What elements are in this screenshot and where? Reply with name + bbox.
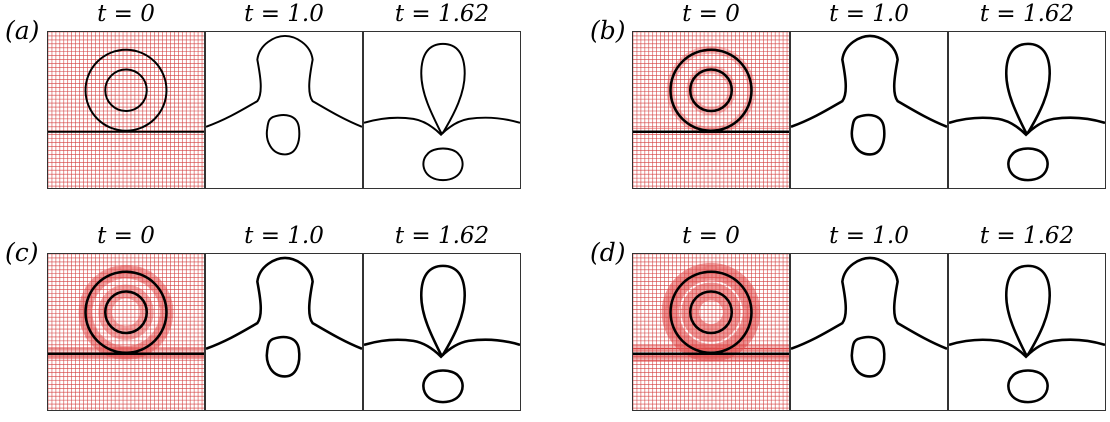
panel-canvas	[48, 32, 204, 188]
time-label: t = 1.0	[244, 223, 324, 249]
drop-interface	[1004, 264, 1051, 356]
subfigure-c: (c) t = 0 t = 1.0 t = 1.62	[5, 222, 521, 422]
deformed-interface	[949, 116, 1105, 137]
subfigure-a: (a) t = 0 t = 1.0 t = 1.62	[5, 0, 521, 200]
panel-canvas	[949, 42, 1105, 182]
bubble-interface	[422, 147, 464, 182]
time-label: t = 1.62	[394, 223, 490, 249]
panel-canvas	[633, 32, 789, 188]
mesh-panel	[632, 31, 790, 189]
subfigure-d: (d) t = 0 t = 1.0 t = 1.62	[590, 222, 1106, 422]
interface-panel	[948, 31, 1106, 189]
panel-canvas	[791, 256, 947, 378]
time-label: t = 1.0	[829, 223, 909, 249]
time-label: t = 0	[682, 223, 740, 249]
panel-label: (b)	[590, 16, 626, 45]
mesh-panel	[47, 253, 205, 411]
time-label: t = 1.0	[829, 1, 909, 27]
time-label: t = 0	[97, 223, 155, 249]
bubble-interface	[1007, 369, 1049, 404]
panel-canvas	[48, 254, 204, 410]
panel-canvas	[364, 264, 520, 404]
panel-canvas	[364, 42, 520, 182]
deformed-interface	[364, 116, 520, 137]
drop-interface	[419, 264, 466, 356]
panel-label: (c)	[5, 238, 39, 267]
bubble-interface	[850, 113, 886, 156]
panel-canvas	[949, 264, 1105, 404]
deformed-interface	[949, 338, 1105, 359]
bubble-interface	[265, 114, 301, 156]
inner-circle-interface	[688, 68, 734, 113]
mesh-panel	[632, 253, 790, 411]
time-label: t = 0	[682, 1, 740, 27]
inner-circle-interface	[103, 290, 149, 335]
time-label: t = 1.62	[394, 1, 490, 27]
panel-canvas	[633, 254, 789, 410]
subfigure-b: (b) t = 0 t = 1.0 t = 1.62	[590, 0, 1106, 200]
inner-circle-interface	[104, 68, 148, 112]
interface-panel	[790, 31, 948, 189]
interface-panel	[790, 253, 948, 411]
inner-circle-interface	[688, 290, 734, 335]
time-label: t = 1.0	[244, 1, 324, 27]
panel-canvas	[791, 34, 947, 156]
bubble-interface	[850, 335, 886, 378]
interface-panel	[363, 31, 521, 189]
panel-canvas	[206, 256, 362, 378]
time-label: t = 0	[97, 1, 155, 27]
panel-canvas	[206, 34, 362, 156]
bubble-interface	[1007, 147, 1049, 182]
drop-interface	[1004, 42, 1051, 134]
bubble-interface	[265, 335, 301, 378]
deformed-interface	[364, 338, 520, 359]
interface-panel	[948, 253, 1106, 411]
drop-interface	[420, 42, 466, 134]
panel-label: (a)	[5, 16, 40, 45]
deformed-interface	[206, 256, 362, 350]
deformed-interface	[791, 256, 947, 350]
time-label: t = 1.62	[979, 223, 1075, 249]
deformed-interface	[206, 34, 362, 128]
bubble-interface	[422, 369, 464, 404]
deformed-interface	[791, 34, 947, 128]
panel-label: (d)	[590, 238, 626, 267]
time-label: t = 1.62	[979, 1, 1075, 27]
mesh-panel	[47, 31, 205, 189]
interface-panel	[363, 253, 521, 411]
interface-panel	[205, 253, 363, 411]
interface-panel	[205, 31, 363, 189]
